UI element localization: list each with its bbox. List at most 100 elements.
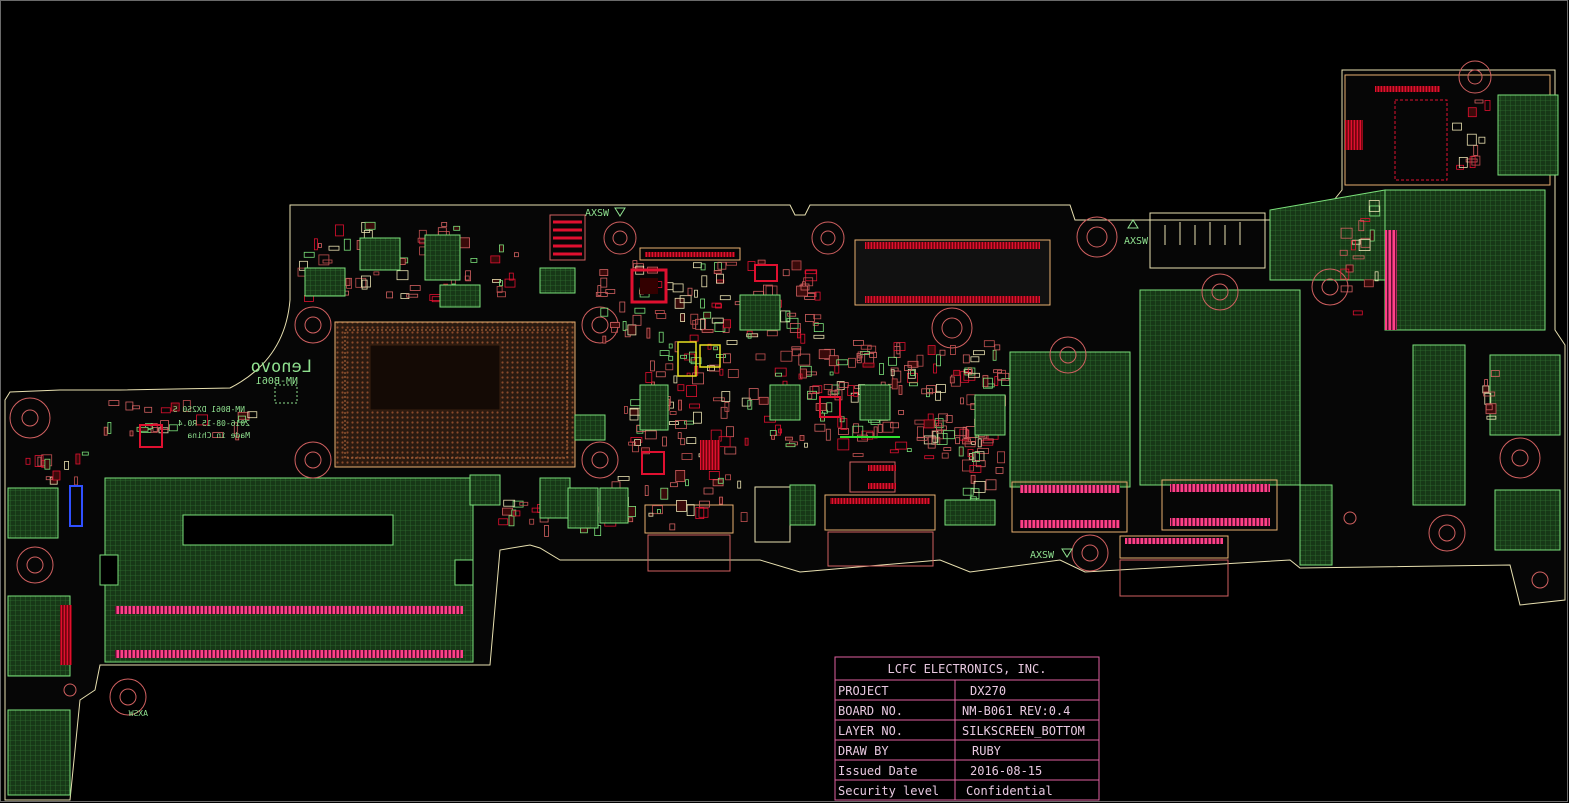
- smd-component: [879, 363, 884, 375]
- smd-component: [1363, 279, 1374, 288]
- smd-component: [470, 257, 478, 263]
- smd-component: [662, 436, 667, 447]
- smd-component: [1474, 99, 1484, 104]
- smd-component: [758, 396, 769, 405]
- smd-component: [680, 354, 687, 359]
- smd-component: [652, 505, 663, 515]
- smd-component: [869, 352, 877, 358]
- smd-component: [936, 354, 941, 367]
- smd-component: [1486, 415, 1497, 420]
- smd-component: [1469, 156, 1476, 169]
- smd-component: [746, 333, 759, 338]
- smd-component: [713, 346, 718, 351]
- smd-component: [669, 523, 676, 531]
- smd-component: [1478, 136, 1486, 144]
- smd-component: [160, 407, 171, 414]
- power-component: [574, 414, 606, 441]
- smd-component: [792, 348, 801, 357]
- smd-component: [677, 384, 685, 392]
- smd-component: [317, 243, 322, 248]
- smd-component: [700, 298, 705, 309]
- smd-component: [628, 441, 636, 446]
- cpu-package: [334, 321, 576, 468]
- smd-component: [1369, 205, 1381, 217]
- smd-component: [853, 391, 859, 397]
- smd-component: [890, 422, 899, 429]
- smd-component: [600, 277, 608, 288]
- smd-component: [686, 437, 697, 445]
- smd-component: [689, 334, 699, 342]
- smd-component: [949, 376, 955, 384]
- smd-component: [633, 263, 644, 269]
- smd-component: [1466, 133, 1477, 146]
- smd-component: [796, 285, 808, 297]
- smd-component: [361, 279, 368, 290]
- smd-component: [977, 438, 982, 448]
- smd-component: [52, 470, 61, 481]
- smd-component: [459, 237, 470, 249]
- smd-component: [498, 244, 504, 253]
- smd-component: [703, 487, 714, 495]
- smd-component: [910, 370, 915, 376]
- smd-component: [694, 289, 698, 298]
- smd-component: [700, 263, 706, 271]
- smd-component: [775, 372, 782, 377]
- smd-component: [64, 460, 69, 470]
- smd-component: [660, 487, 669, 500]
- smd-component: [785, 443, 796, 448]
- smd-component: [680, 438, 686, 446]
- smd-component: [1490, 370, 1500, 378]
- smd-component: [970, 488, 980, 500]
- smd-component: [741, 397, 751, 407]
- smd-component: [891, 378, 898, 390]
- smd-component: [780, 350, 793, 362]
- smd-component: [650, 360, 655, 372]
- smd-component: [453, 225, 461, 231]
- smd-component: [632, 314, 642, 326]
- title-company: LCFC ELECTRONICS, INC.: [888, 662, 1047, 676]
- smd-component: [235, 435, 240, 441]
- smd-component: [703, 311, 712, 319]
- smd-component: [798, 353, 811, 366]
- smd-component: [665, 363, 674, 371]
- smd-component: [103, 426, 108, 436]
- copper-areas: [7, 74, 1561, 796]
- smd-component: [860, 350, 870, 355]
- smd-component: [303, 251, 315, 258]
- smd-component: [658, 331, 664, 343]
- smd-component: [727, 369, 739, 378]
- smd-component: [938, 413, 948, 422]
- smd-component: [25, 457, 31, 465]
- smd-component: [247, 411, 258, 419]
- smd-component: [852, 453, 864, 457]
- smd-component: [514, 252, 519, 258]
- smd-component: [158, 427, 169, 434]
- smd-component: [934, 418, 944, 429]
- smd-component: [1358, 220, 1365, 232]
- smd-component: [827, 390, 838, 396]
- smd-component: [941, 452, 949, 459]
- smd-component: [740, 512, 748, 522]
- smd-component: [644, 485, 649, 497]
- smd-component: [238, 415, 246, 423]
- power-component: [639, 384, 669, 431]
- smd-component: [744, 437, 749, 446]
- power-component: [304, 267, 346, 297]
- smd-component: [921, 388, 934, 395]
- smd-component: [655, 371, 666, 378]
- smd-component: [687, 287, 693, 296]
- tb-value-board: NM-B061 REV:0.4: [962, 704, 1070, 718]
- smd-component: [737, 480, 742, 489]
- smd-component: [985, 479, 997, 491]
- smd-component: [600, 307, 609, 317]
- smd-component: [627, 324, 637, 336]
- smd-component: [680, 313, 685, 323]
- tb-value-project: DX270: [970, 684, 1006, 698]
- smd-component: [328, 245, 340, 251]
- smd-component: [668, 355, 674, 361]
- smd-component: [699, 500, 710, 508]
- smd-component: [917, 426, 924, 439]
- smd-component: [634, 307, 646, 314]
- smd-component: [813, 323, 824, 333]
